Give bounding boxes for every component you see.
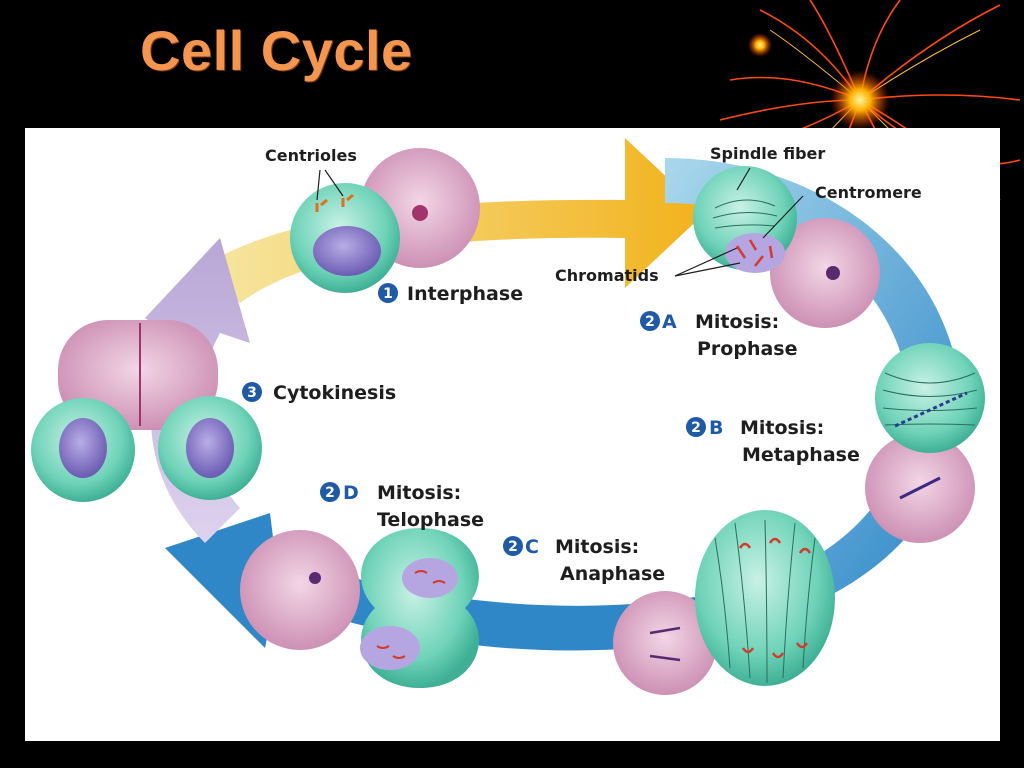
anaphase-pink-chromosomes <box>649 626 681 662</box>
starburst-spark <box>748 33 772 57</box>
metaphase-spindle-lines <box>882 372 978 426</box>
telophase-chromosomes <box>376 570 446 659</box>
stage-cytokinesis-text: Cytokinesis <box>273 382 396 404</box>
telophase-upper-nucleus <box>402 558 458 598</box>
prophase-chromatids <box>735 239 774 267</box>
metaphase-pink-plate <box>899 476 941 500</box>
interphase-nucleus <box>313 226 381 276</box>
stage-telophase-line2: Telophase <box>377 509 484 531</box>
interphase-pink-nucleus <box>412 205 428 221</box>
telophase-pink-nucleus <box>309 572 321 584</box>
stage-number-2b: 2 <box>691 420 701 436</box>
stage-number-2d: 2 <box>325 485 335 501</box>
stage-interphase-text: Interphase <box>407 283 523 305</box>
starburst-core <box>830 70 890 130</box>
anaphase-green-cell <box>695 510 835 686</box>
prophase-nucleus <box>725 233 785 273</box>
stage-badge-1 <box>378 283 398 303</box>
stage-letter-2a: A <box>662 311 677 333</box>
stage-telophase-line1: Mitosis: <box>377 482 461 504</box>
stage-badge-2c <box>503 536 523 556</box>
interphase-cells <box>290 148 480 293</box>
stage-label-metaphase: 2 B Mitosis: Metaphase <box>686 417 860 466</box>
telophase-cells <box>240 528 479 688</box>
stage-label-interphase: 1 Interphase <box>378 283 523 305</box>
cytokinesis-cells <box>31 320 262 502</box>
prophase-spindle-lines <box>712 199 778 229</box>
cytokinesis-left-nucleus <box>59 418 107 478</box>
anaphase-pink-cell <box>613 591 717 695</box>
stage-badge-3 <box>242 382 262 402</box>
stage-anaphase-line1: Mitosis: <box>555 536 639 558</box>
stage-badge-2d <box>320 482 340 502</box>
prophase-pink-cell <box>770 218 880 328</box>
stage-label-telophase: 2 D Mitosis: Telophase <box>320 482 484 531</box>
stage-label-cytokinesis: 3 Cytokinesis <box>242 382 396 404</box>
cell-cycle-panel: Centrioles Spindle fiber Centromere Chro… <box>25 128 1000 741</box>
stage-prophase-line1: Mitosis: <box>695 311 779 333</box>
centriole-marks <box>315 193 354 212</box>
stage-letter-2d: D <box>343 482 359 504</box>
stage-letter-2c: C <box>525 536 539 558</box>
stage-number-2c: 2 <box>508 539 518 555</box>
stage-metaphase-line2: Metaphase <box>742 444 860 466</box>
stage-number-1: 1 <box>383 286 393 302</box>
label-spindle-fiber: Spindle fiber <box>710 144 825 163</box>
stage-label-anaphase: 2 C Mitosis: Anaphase <box>503 536 665 585</box>
stage-anaphase-line2: Anaphase <box>560 563 665 585</box>
metaphase-cells <box>865 343 985 543</box>
label-centromere: Centromere <box>815 183 922 202</box>
cell-cycle-diagram: Centrioles Spindle fiber Centromere Chro… <box>31 138 985 695</box>
stage-number-3: 3 <box>247 385 257 401</box>
cytokinesis-right-nucleus <box>186 418 234 478</box>
stage-badge-2b <box>686 417 706 437</box>
stage-metaphase-line1: Mitosis: <box>740 417 824 439</box>
slide-title: Cell Cycle <box>140 19 413 82</box>
stage-prophase-line2: Prophase <box>697 338 798 360</box>
stage-badge-2a <box>640 311 660 331</box>
telophase-pink-cell <box>240 530 360 650</box>
stage-label-prophase: 2 A Mitosis: Prophase <box>640 311 798 360</box>
telophase-lower-nucleus <box>360 626 420 670</box>
anaphase-spindle-lines <box>714 519 816 684</box>
anaphase-cells <box>613 510 835 695</box>
label-centrioles: Centrioles <box>265 146 357 165</box>
stage-number-2a: 2 <box>645 314 655 330</box>
anaphase-chromosomes <box>738 537 812 659</box>
prophase-cells <box>693 166 880 328</box>
decorative-starburst <box>719 0 1021 226</box>
stage-letter-2b: B <box>709 417 723 439</box>
prophase-pink-nucleus <box>826 266 840 280</box>
label-chromatids: Chromatids <box>555 266 659 285</box>
label-pointers <box>316 167 804 277</box>
metaphase-green-cell <box>875 343 985 453</box>
metaphase-plate <box>894 391 968 428</box>
